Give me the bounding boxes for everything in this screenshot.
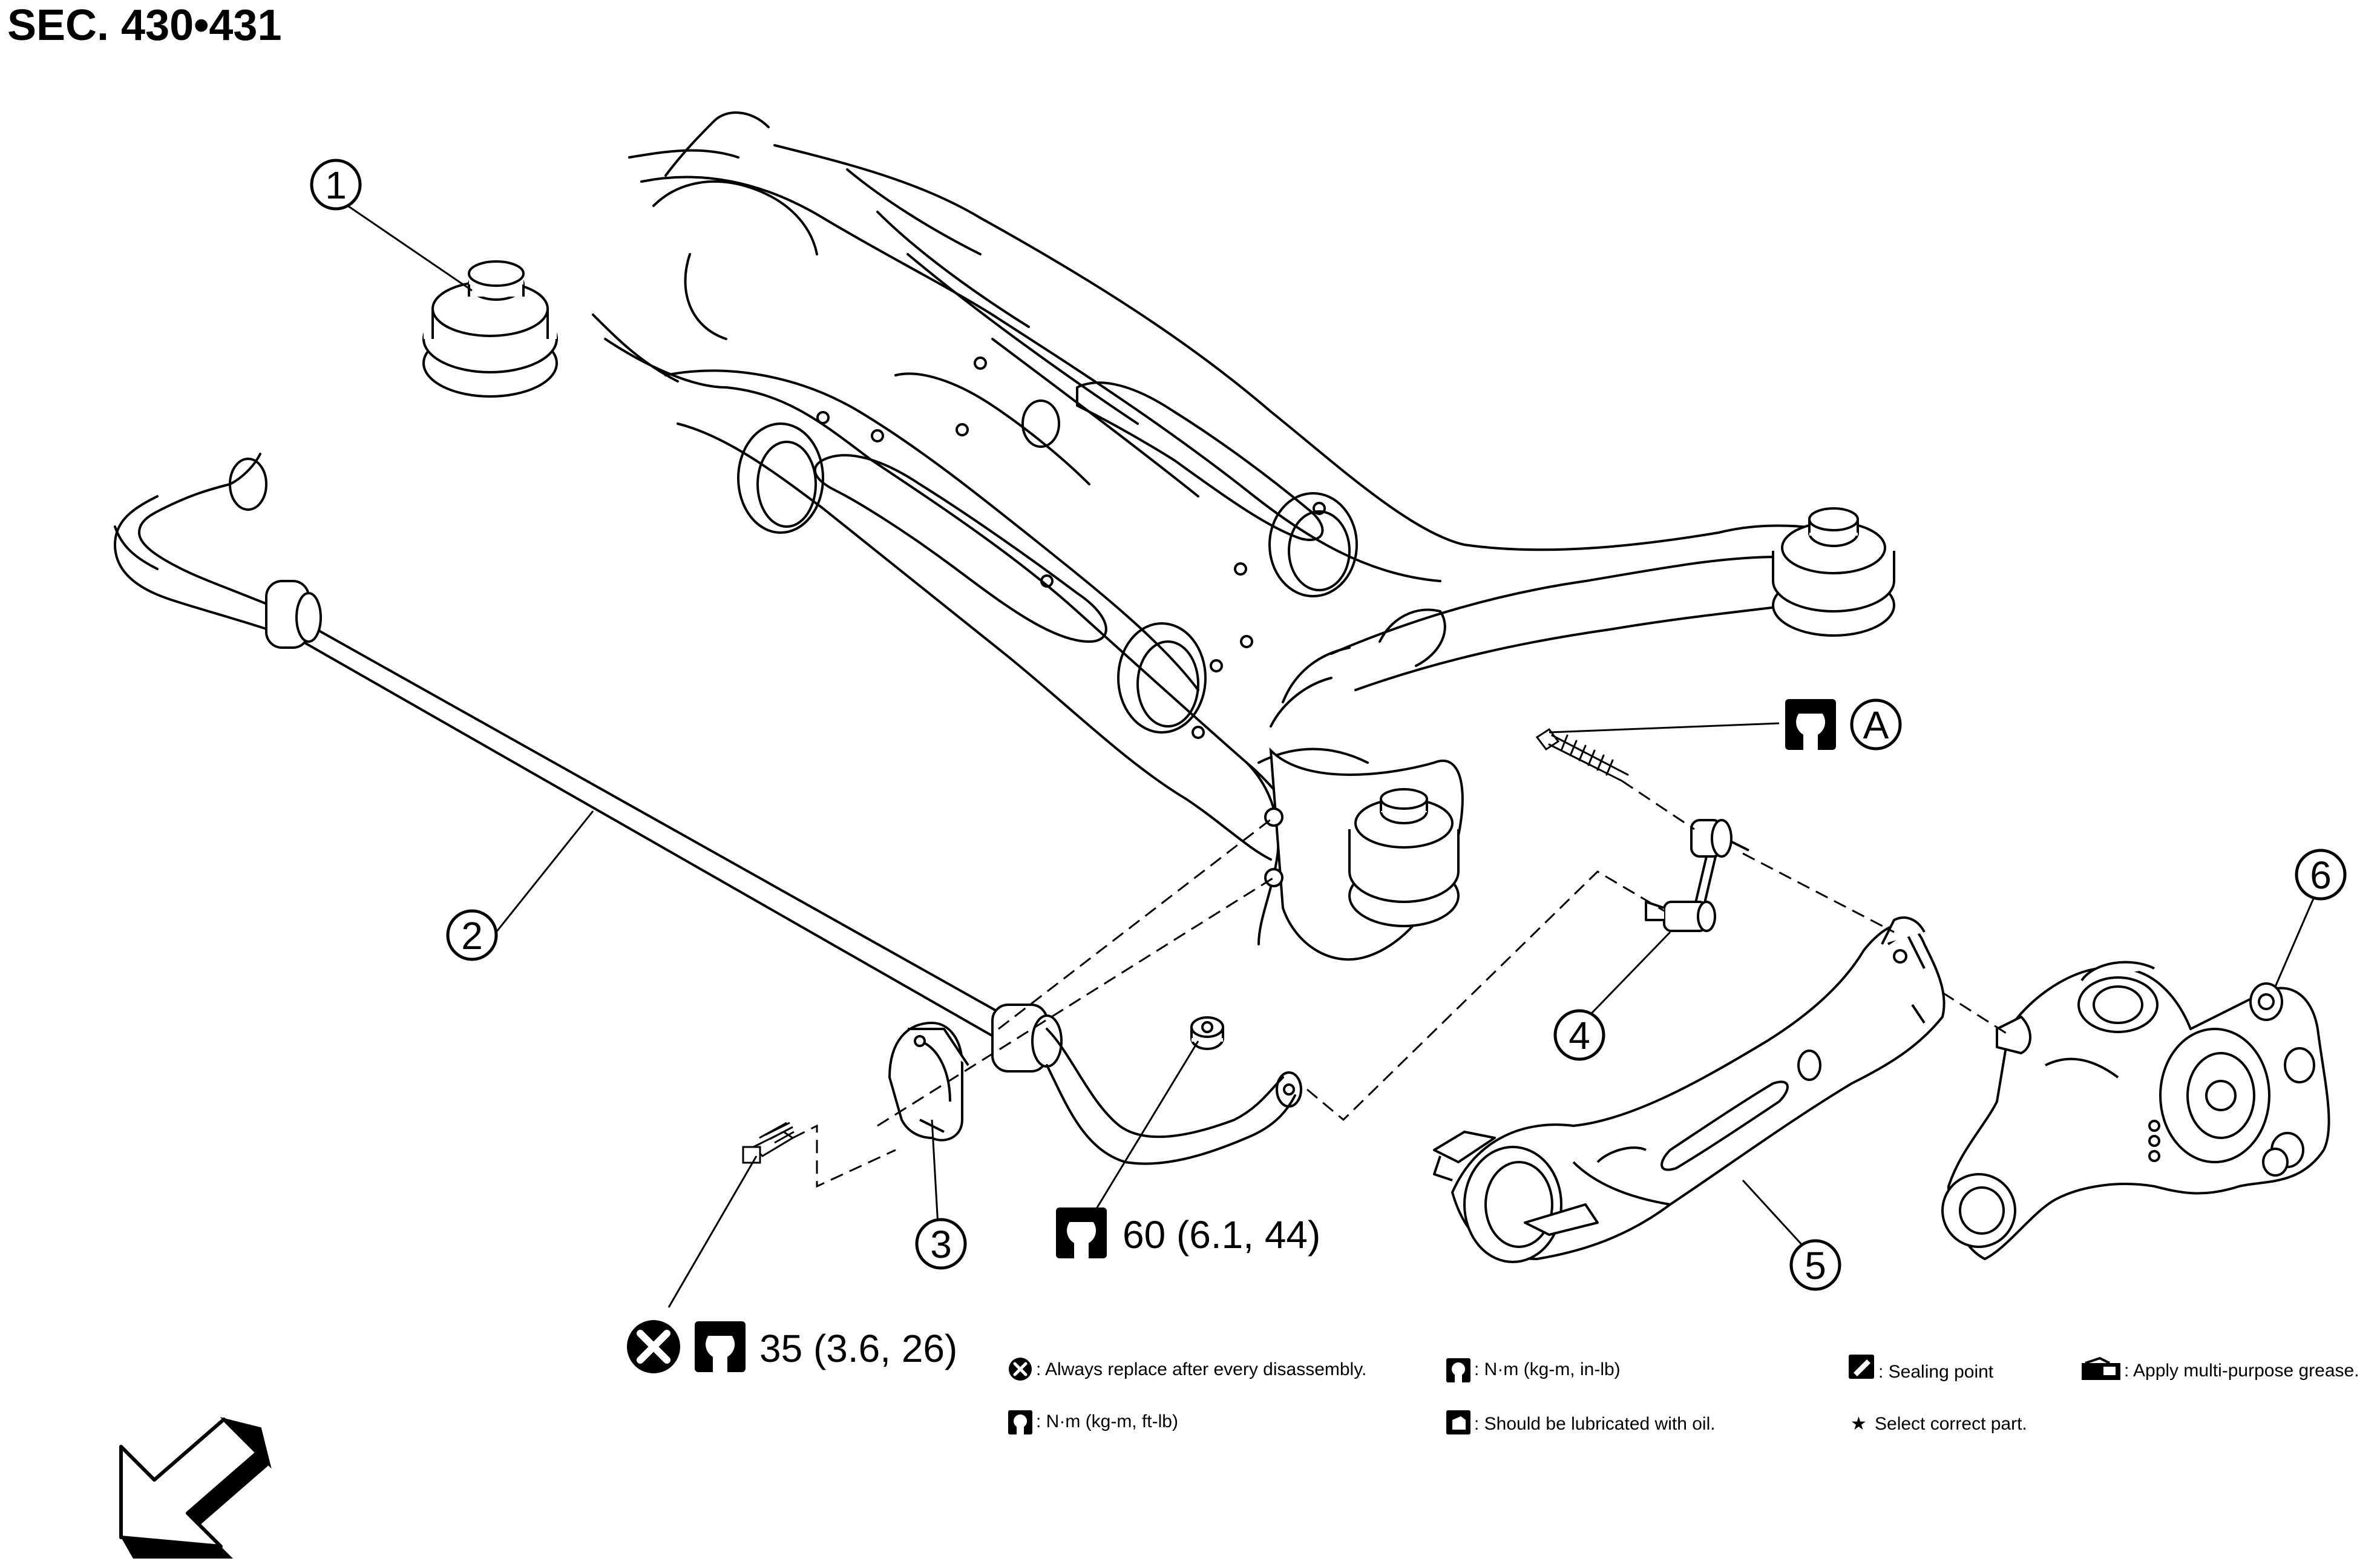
- torque-a-label: A: [1863, 703, 1889, 747]
- legend-torque-ft-lb-text: : N·m (kg-m, ft-lb): [1036, 1411, 1178, 1431]
- legend-torque-in-lb: : N·m (kg-m, in-lb): [1446, 1358, 1621, 1382]
- sealing-point-icon: [1849, 1355, 1874, 1379]
- legend-replace-text: : Always replace after every disassembly…: [1036, 1359, 1366, 1379]
- clamp-bolt: [742, 1122, 795, 1164]
- torque-wrench-icon: [1056, 1208, 1107, 1258]
- x-circle-icon: [627, 1320, 680, 1373]
- legend-sealing-text: : Sealing point: [1878, 1362, 1994, 1382]
- torque-wrench-icon: [1785, 699, 1836, 750]
- front-arrow-icon: [119, 1417, 272, 1559]
- x-circle-icon: [1009, 1358, 1032, 1381]
- callout-6: 6: [2295, 849, 2347, 901]
- torque-spec-link-nut: 60 (6.1, 44): [1056, 1208, 1320, 1258]
- legend-grease-text: : Apply multi-purpose grease.: [2124, 1361, 2359, 1381]
- callout-5: 5: [1789, 1239, 1841, 1291]
- legend-torque-in-lb-text: : N·m (kg-m, in-lb): [1474, 1359, 1621, 1379]
- legend-select-part: ★ Select correct part.: [1851, 1414, 2027, 1434]
- legend-grease: : Apply multi-purpose grease.: [2082, 1356, 2359, 1381]
- callout-2-label: 2: [461, 914, 483, 958]
- link-nut: [1190, 1016, 1224, 1050]
- leader-lines: [338, 199, 2316, 1308]
- torque-spec-clamp-bolt: 35 (3.6, 26): [627, 1320, 957, 1373]
- legend-replace: : Always replace after every disassembly…: [1009, 1358, 1366, 1381]
- torque-spec-link-nut-value: 60 (6.1, 44): [1123, 1213, 1320, 1257]
- legend-lubricate-oil-text: : Should be lubricated with oil.: [1474, 1414, 1716, 1434]
- torque-a-badge: A: [1785, 698, 1902, 751]
- grease-icon: [2082, 1356, 2120, 1380]
- front-member-mount: [1264, 747, 1464, 961]
- torque-wrench-icon: [1008, 1410, 1032, 1434]
- callout-1: 1: [310, 159, 362, 211]
- torque-wrench-icon: [695, 1321, 746, 1372]
- legend-select-part-text: Select correct part.: [1875, 1414, 2027, 1434]
- assembly-lines: [792, 780, 2010, 1188]
- callout-2: 2: [446, 909, 498, 961]
- legend: : Always replace after every disassembly…: [1008, 1355, 2359, 1434]
- stabilizer-clamp: [888, 1022, 969, 1142]
- legend-torque-ft-lb: : N·m (kg-m, ft-lb): [1008, 1410, 1178, 1434]
- right-member-mount: [1772, 507, 1895, 637]
- callout-4: 4: [1553, 1009, 1605, 1061]
- callout-4-label: 4: [1569, 1014, 1590, 1057]
- oil-can-icon: [1446, 1410, 1470, 1434]
- lower-link: [1433, 916, 1946, 1263]
- callout-5-label: 5: [1805, 1244, 1826, 1287]
- section-title: SEC. 430•431: [7, 1, 282, 50]
- stabilizer-bar: [114, 453, 1302, 1165]
- long-bolt: [1535, 728, 1629, 782]
- star-icon: ★: [1851, 1414, 1867, 1434]
- stabilizer-connecting-rod: [1645, 819, 1749, 932]
- callout-1-label: 1: [325, 163, 347, 207]
- rear-suspension-member: [592, 111, 1877, 945]
- legend-sealing: : Sealing point: [1849, 1355, 1994, 1382]
- callout-6-label: 6: [2310, 853, 2332, 897]
- torque-spec-clamp-bolt-value: 35 (3.6, 26): [759, 1327, 957, 1370]
- callout-3: 3: [915, 1218, 967, 1270]
- left-member-mount: [422, 260, 558, 398]
- legend-lubricate-oil: : Should be lubricated with oil.: [1446, 1410, 1716, 1434]
- torque-wrench-in-lb-icon: [1446, 1358, 1470, 1382]
- rear-axle-housing: [1941, 961, 2330, 1260]
- callout-3-label: 3: [930, 1223, 952, 1266]
